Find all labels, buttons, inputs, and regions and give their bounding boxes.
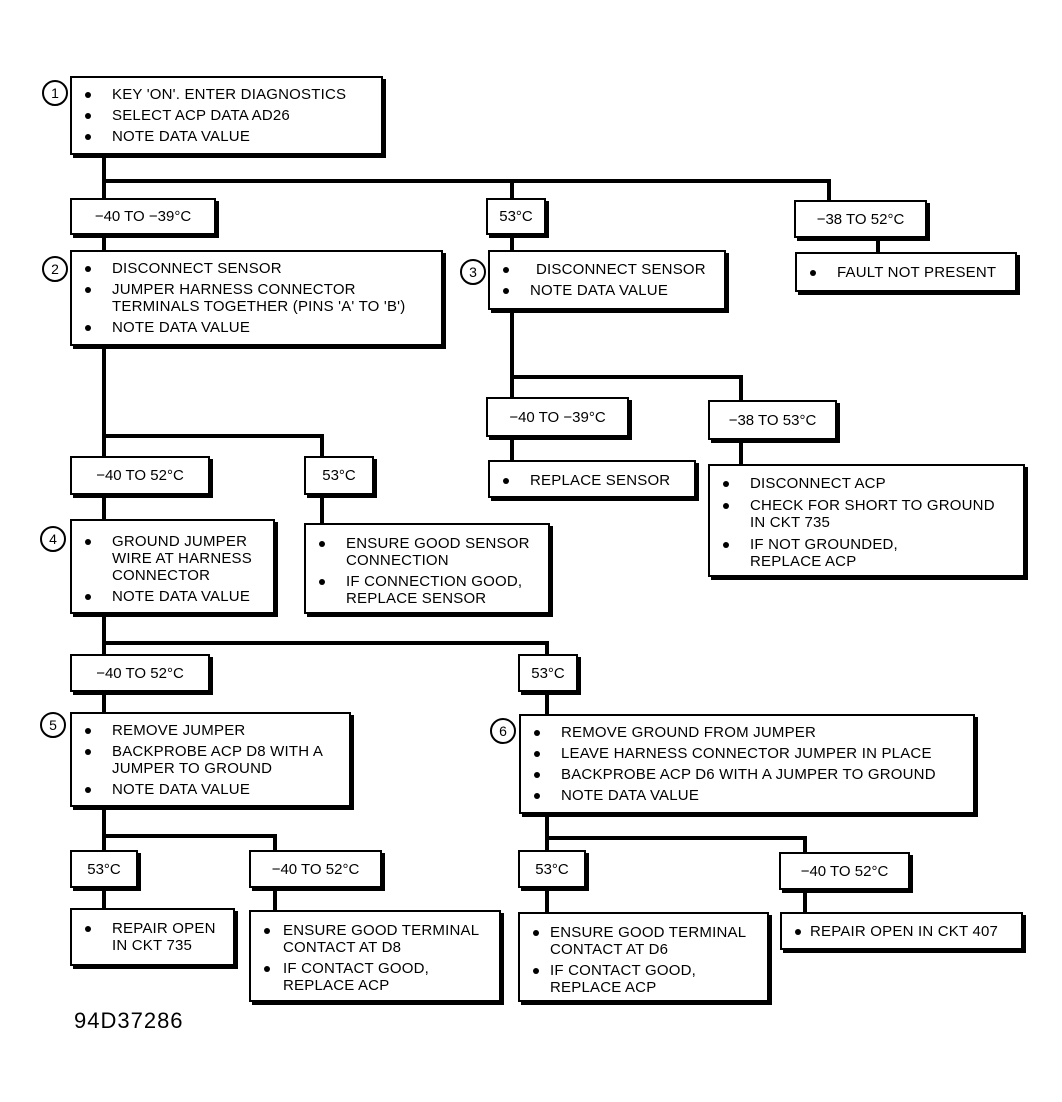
step-4-item: NOTE DATA VALUE <box>72 588 273 605</box>
result-repair-open-735: REPAIR OPEN IN CKT 735 <box>70 908 235 966</box>
condition-2a: −40 TO 52°C <box>70 456 210 495</box>
result-repair-open-407: REPAIR OPEN IN CKT 407 <box>780 912 1023 950</box>
condition-1a: −40 TO −39°C <box>70 198 216 235</box>
step-2-box: DISCONNECT SENSOR JUMPER HARNESS CONNECT… <box>70 250 443 346</box>
step-5-item: NOTE DATA VALUE <box>72 781 349 798</box>
step-1-box: KEY 'ON'. ENTER DIAGNOSTICS SELECT ACP D… <box>70 76 383 155</box>
result-item: REPAIR OPEN IN CKT 407 <box>782 923 1021 940</box>
condition-5b: −40 TO 52°C <box>249 850 382 888</box>
step-2-item: DISCONNECT SENSOR <box>72 260 433 277</box>
condition-1b: 53°C <box>486 198 546 235</box>
result-ensure-sensor-connection: ENSURE GOOD SENSOR CONNECTION IF CONNECT… <box>304 523 550 614</box>
result-item: ENSURE GOOD SENSOR CONNECTION <box>306 535 548 569</box>
result-item: REPLACE SENSOR <box>490 472 694 489</box>
step-4-item: GROUND JUMPER WIRE AT HARNESS CONNECTOR <box>72 533 273 584</box>
condition-3b: −38 TO 53°C <box>708 400 837 440</box>
step-6-box: REMOVE GROUND FROM JUMPER LEAVE HARNESS … <box>519 714 975 814</box>
step-1-item: NOTE DATA VALUE <box>72 128 381 145</box>
step-1-item: SELECT ACP DATA AD26 <box>72 107 381 124</box>
step-1-item: KEY 'ON'. ENTER DIAGNOSTICS <box>72 86 381 103</box>
step-5-item: BACKPROBE ACP D8 WITH A JUMPER TO GROUND <box>72 743 349 777</box>
result-item: FAULT NOT PRESENT <box>797 264 1015 281</box>
result-item: ENSURE GOOD TERMINAL CONTACT AT D8 <box>251 922 499 956</box>
result-item: CHECK FOR SHORT TO GROUND IN CKT 735 <box>710 497 1023 531</box>
result-fault-not-present: FAULT NOT PRESENT <box>795 252 1017 292</box>
result-replace-sensor: REPLACE SENSOR <box>488 460 696 498</box>
step-number-5: 5 <box>40 712 66 738</box>
step-3-box: DISCONNECT SENSOR NOTE DATA VALUE <box>488 250 726 310</box>
step-3-item: DISCONNECT SENSOR <box>490 261 724 278</box>
condition-5a: 53°C <box>70 850 138 888</box>
condition-3a: −40 TO −39°C <box>486 397 629 437</box>
step-6-item: LEAVE HARNESS CONNECTOR JUMPER IN PLACE <box>521 745 973 762</box>
figure-id: 94D37286 <box>74 1008 184 1033</box>
step-number-6: 6 <box>490 718 516 744</box>
result-item: DISCONNECT ACP <box>710 475 1023 492</box>
result-item: ENSURE GOOD TERMINAL CONTACT AT D6 <box>520 924 767 958</box>
condition-4a: −40 TO 52°C <box>70 654 210 692</box>
condition-6a: 53°C <box>518 850 586 888</box>
step-5-box: REMOVE JUMPER BACKPROBE ACP D8 WITH A JU… <box>70 712 351 807</box>
condition-2b: 53°C <box>304 456 374 495</box>
result-ensure-contact-d6: ENSURE GOOD TERMINAL CONTACT AT D6 IF CO… <box>518 912 769 1002</box>
step-6-item: BACKPROBE ACP D6 WITH A JUMPER TO GROUND <box>521 766 973 783</box>
step-2-item: NOTE DATA VALUE <box>72 319 433 336</box>
result-item: IF NOT GROUNDED, REPLACE ACP <box>710 536 1023 570</box>
condition-4b: 53°C <box>518 654 578 692</box>
step-number-4: 4 <box>40 526 66 552</box>
result-ensure-contact-d8: ENSURE GOOD TERMINAL CONTACT AT D8 IF CO… <box>249 910 501 1002</box>
step-3-item: NOTE DATA VALUE <box>490 282 724 299</box>
result-disconnect-acp: DISCONNECT ACP CHECK FOR SHORT TO GROUND… <box>708 464 1025 577</box>
result-item: IF CONNECTION GOOD, REPLACE SENSOR <box>306 573 548 607</box>
step-number-2: 2 <box>42 256 68 282</box>
step-6-item: NOTE DATA VALUE <box>521 787 973 804</box>
result-item: IF CONTACT GOOD, REPLACE ACP <box>520 962 767 996</box>
step-number-1: 1 <box>42 80 68 106</box>
step-2-item: JUMPER HARNESS CONNECTOR TERMINALS TOGET… <box>72 281 433 315</box>
condition-1c: −38 TO 52°C <box>794 200 927 238</box>
step-4-box: GROUND JUMPER WIRE AT HARNESS CONNECTOR … <box>70 519 275 614</box>
step-5-item: REMOVE JUMPER <box>72 722 349 739</box>
result-item: REPAIR OPEN IN CKT 735 <box>72 920 233 954</box>
step-6-item: REMOVE GROUND FROM JUMPER <box>521 724 973 741</box>
condition-6b: −40 TO 52°C <box>779 852 910 890</box>
step-number-3: 3 <box>460 259 486 285</box>
result-item: IF CONTACT GOOD, REPLACE ACP <box>251 960 499 994</box>
